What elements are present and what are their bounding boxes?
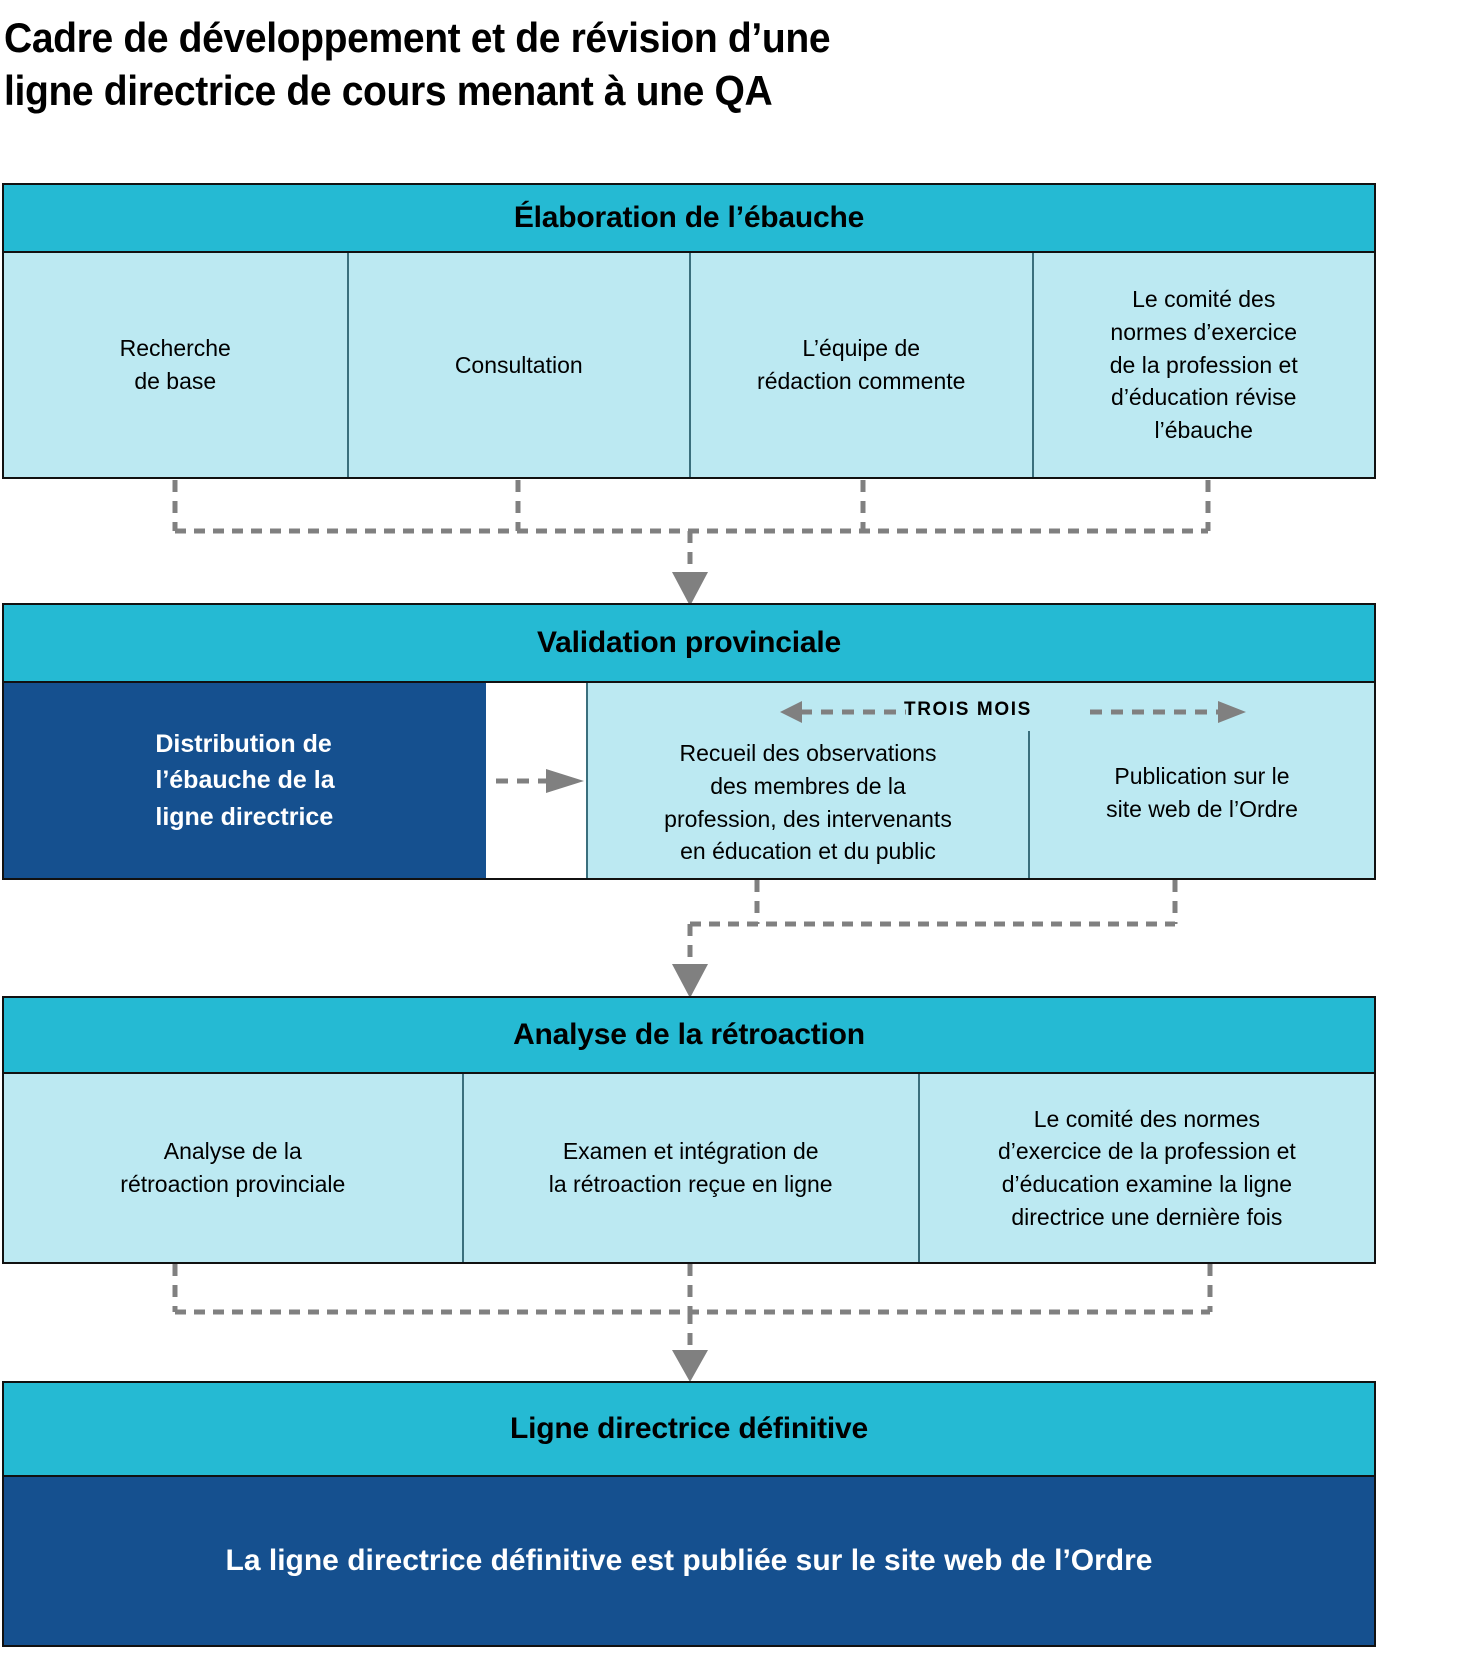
page-title-line-2: ligne directrice de cours menant à une Q… (4, 66, 773, 114)
section-validation-header: Validation provinciale (4, 605, 1374, 683)
connector-elaboration-to-validation (172, 480, 1211, 606)
trois-mois-bar: TROIS MOIS (588, 683, 1374, 731)
validation-gap (486, 683, 588, 878)
section-definitive-header: Ligne directrice définitive (4, 1383, 1374, 1477)
section-elaboration-header: Élaboration de l’ébauche (4, 185, 1374, 253)
double-arrow-icon (780, 701, 1246, 723)
page-title: Cadre de développement et de révision d’… (4, 12, 1120, 117)
page-title-line-1: Cadre de développement et de révision d’… (4, 14, 831, 61)
section-analyse-header: Analyse de la rétroaction (4, 998, 1374, 1074)
final-statement-band: La ligne directrice définitive est publi… (4, 1477, 1374, 1645)
trois-mois-label: TROIS MOIS (904, 699, 1032, 720)
cell-consultation: Consultation (346, 253, 689, 477)
connector-validation-to-analyse (672, 880, 1178, 998)
section-definitive: Ligne directrice définitive La ligne dir… (2, 1381, 1376, 1647)
arrow-right-icon (496, 768, 584, 793)
connector-analyse-to-definitive (172, 1264, 1213, 1382)
